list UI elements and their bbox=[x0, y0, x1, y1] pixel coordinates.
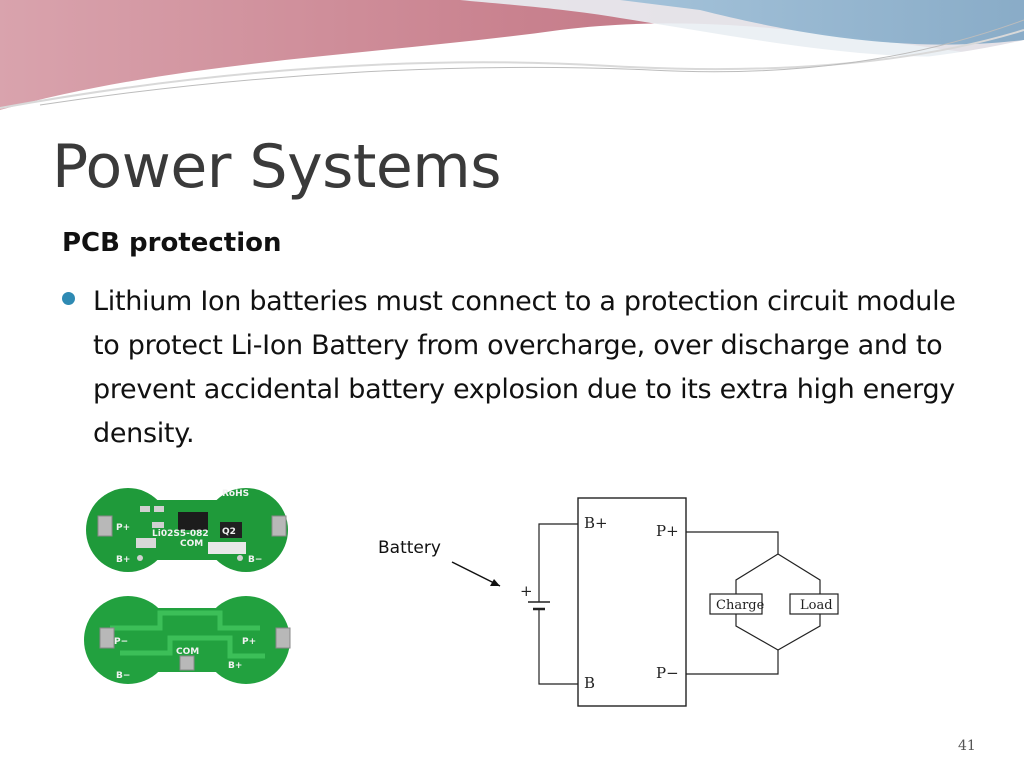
pcb-label-q2: Q2 bbox=[222, 527, 236, 537]
page-number: 41 bbox=[958, 738, 976, 754]
pcb-label-com-bottom: COM bbox=[176, 647, 199, 657]
pcb-photos: RoHS Li02S5-082 P+ B+ B− COM Q2 P− P+ B+… bbox=[84, 488, 291, 684]
terminal-b-minus: B bbox=[584, 674, 595, 692]
load-box bbox=[789, 593, 839, 615]
bullet-text: Lithium Ion batteries must connect to a … bbox=[93, 286, 956, 449]
pcb-label-model: Li02S5-082 bbox=[152, 529, 209, 539]
charge-box bbox=[709, 593, 763, 615]
protection-module-box bbox=[577, 497, 687, 707]
terminal-p-minus: P− bbox=[656, 664, 679, 682]
battery-plus-sign: + bbox=[520, 582, 533, 600]
load-label: Load bbox=[800, 598, 833, 613]
arrow-head-icon bbox=[490, 579, 500, 586]
pcb-label-com-top: COM bbox=[180, 539, 203, 549]
pcb-label-rohs: RoHS bbox=[222, 489, 249, 499]
pcb-label-b-minus-bottom: B− bbox=[116, 671, 130, 681]
pcb-label-b-plus-top: B+ bbox=[116, 555, 130, 565]
pcb-label-p-plus-top: P+ bbox=[116, 523, 130, 533]
battery-label: Battery bbox=[378, 538, 441, 558]
terminal-b-plus: B+ bbox=[584, 514, 608, 532]
pcb-label-p-minus-bottom: P− bbox=[114, 637, 128, 647]
battery-arrow bbox=[451, 561, 501, 587]
pcb-label-b-minus-top: B− bbox=[248, 555, 262, 565]
pcb-board-bottom: P− P+ B+ B− COM bbox=[84, 596, 291, 684]
charge-label: Charge bbox=[716, 598, 765, 613]
slide-subheading: PCB protection bbox=[62, 228, 282, 258]
bullet-dot-icon bbox=[62, 292, 75, 305]
terminal-p-plus: P+ bbox=[656, 522, 679, 540]
pcb-label-b-plus-bottom: B+ bbox=[228, 661, 242, 671]
circuit-diagram: + B+ B P+ P− Charge Load bbox=[451, 488, 850, 710]
bullet-item: Lithium Ion batteries must connect to a … bbox=[62, 280, 962, 456]
header-banner bbox=[0, 0, 1024, 130]
pcb-label-p-plus-bottom: P+ bbox=[242, 637, 256, 647]
pcb-board-top: RoHS Li02S5-082 P+ B+ B− COM Q2 bbox=[86, 488, 288, 572]
slide-title: Power Systems bbox=[52, 132, 501, 202]
